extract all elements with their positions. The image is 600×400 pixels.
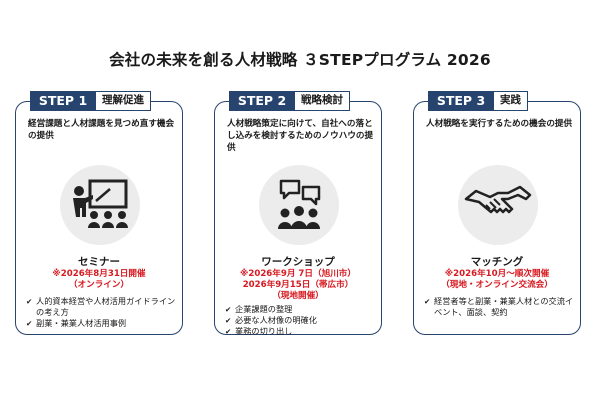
presentation-icon <box>60 165 140 245</box>
card-description: 経営課題と人材課題を見つめ直す機会の提供 <box>28 119 175 141</box>
step-tab: STEP 1 理解促進 <box>30 91 151 111</box>
date-line: ※2026年10月～順次開催 <box>444 269 550 279</box>
date-line: （オンライン） <box>68 280 130 290</box>
date-line: ※2026年8月31日開催 <box>52 269 146 279</box>
phase-label: 理解促進 <box>96 91 151 111</box>
point-list: 経営者等と副業・兼業人材との交流イベント、面談、契約 <box>424 296 574 318</box>
point-list: 人的資本経営や人材活用ガイドラインの考え方 副業・兼業人材活用事例 <box>26 296 176 329</box>
step-label: STEP 1 <box>30 91 96 111</box>
date-line: （現地・オンライン交流会） <box>441 280 553 290</box>
workshop-icon <box>259 165 339 245</box>
card-description: 人材戦略を実行するための機会の提供 <box>426 119 573 129</box>
step-card-2: STEP 2 戦略検討 人材戦略策定に向けて、自社への落とし込みを検討するための… <box>214 91 382 337</box>
step-tab: STEP 3 実践 <box>428 91 528 111</box>
point-item: 副業・兼業人材活用事例 <box>26 318 176 329</box>
point-list: 企業課題の整理 必要な人材像の明確化 業務の切り出し <box>225 304 375 337</box>
step-card-3: STEP 3 実践 人材戦略を実行するための機会の提供 マッチング ※2026年… <box>413 91 581 335</box>
point-item: 業務の切り出し <box>225 326 375 337</box>
step-label: STEP 2 <box>229 91 295 111</box>
program-name: マッチング <box>470 256 524 268</box>
point-item: 企業課題の整理 <box>225 304 375 315</box>
phase-label: 戦略検討 <box>295 91 350 111</box>
card-description: 人材戦略策定に向けて、自社への落とし込みを検討するためのノウハウの提供 <box>227 119 374 153</box>
page-title: 会社の未来を創る人材戦略 ３STEPプログラム 2026 <box>109 51 491 69</box>
step-card-1: STEP 1 理解促進 経営課題と人材課題を見つめ直す機会の提供 セミナー ※2… <box>15 91 183 335</box>
point-item: 必要な人材像の明確化 <box>225 315 375 326</box>
program-name: ワークショップ <box>261 256 335 268</box>
point-item: 経営者等と副業・兼業人材との交流イベント、面談、契約 <box>424 296 574 318</box>
date-line: 2026年9月15日（帯広市） <box>242 280 354 290</box>
date-line: （現地開催） <box>272 291 324 301</box>
handshake-icon <box>458 165 538 245</box>
step-label: STEP 3 <box>428 91 494 111</box>
phase-label: 実践 <box>494 91 528 111</box>
step-tab: STEP 2 戦略検討 <box>229 91 350 111</box>
program-name: セミナー <box>78 256 120 268</box>
date-line: ※2026年9月 7日（旭川市） <box>240 269 356 279</box>
point-item: 人的資本経営や人材活用ガイドラインの考え方 <box>26 296 176 318</box>
